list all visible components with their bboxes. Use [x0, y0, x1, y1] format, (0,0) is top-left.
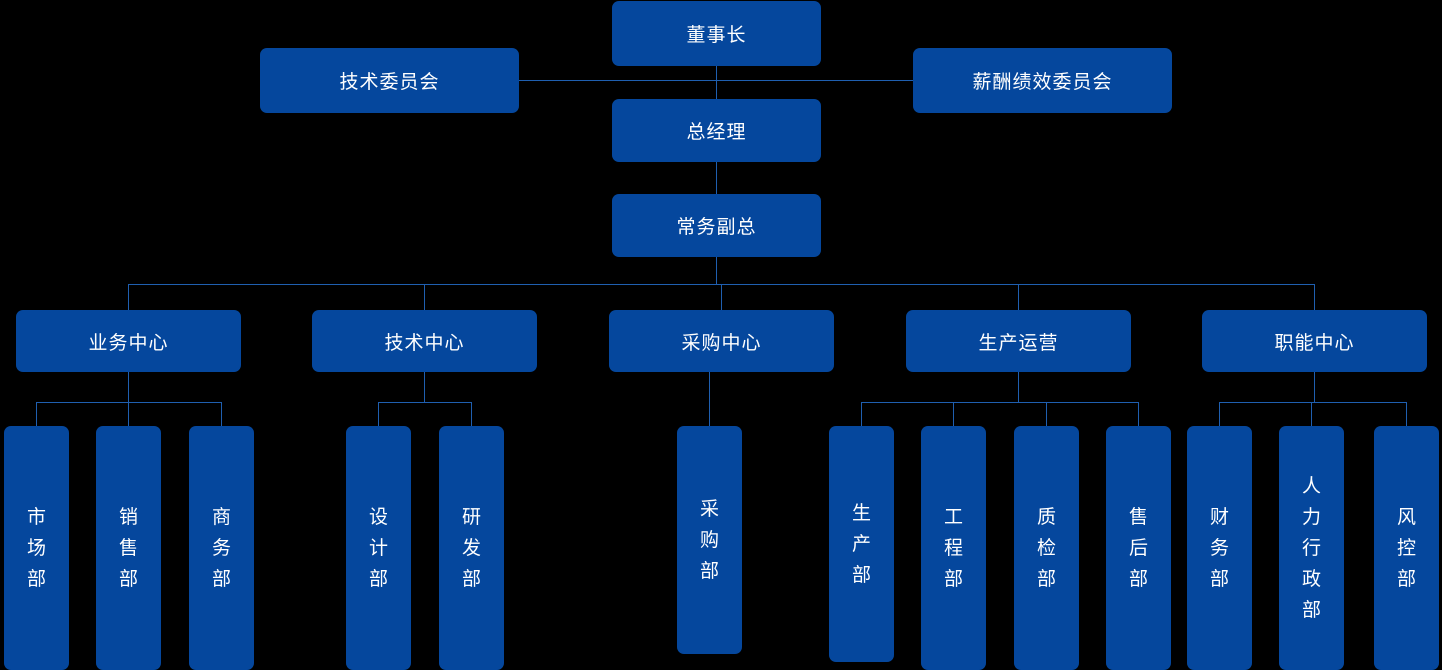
- node-purchasing-center-label: 采购中心: [681, 332, 762, 354]
- node-tech-committee[interactable]: 技术委员会: [260, 48, 519, 113]
- node-comp-committee-label: 薪酬绩效委员会: [972, 72, 1113, 93]
- node-design-dept[interactable]: 设 计 部: [346, 426, 411, 670]
- node-production-ops[interactable]: 生产运营: [906, 310, 1131, 372]
- node-chairman[interactable]: 董事长: [612, 1, 821, 66]
- connector-drop-production-dept: [861, 402, 862, 426]
- connector-execvp-drop: [716, 257, 717, 284]
- node-comp-committee[interactable]: 薪酬绩效委员会: [913, 48, 1172, 113]
- node-exec-vp-label: 常务副总: [676, 217, 757, 238]
- node-tech-center[interactable]: 技术中心: [312, 310, 537, 372]
- connector-tech-center-bus: [378, 402, 471, 403]
- connector-drop-finance: [1219, 402, 1220, 426]
- node-tech-committee-label: 技术委员会: [339, 72, 440, 93]
- node-engineering-dept[interactable]: 工 程 部: [921, 426, 986, 670]
- connector-gm-to-execvp: [716, 162, 717, 195]
- node-exec-vp[interactable]: 常务副总: [612, 194, 821, 257]
- node-sales-dept[interactable]: 销 售 部: [96, 426, 161, 670]
- connector-drop-business-center: [128, 284, 129, 310]
- connector-drop-purchasing-center: [721, 284, 722, 310]
- connector-drop-commerce: [221, 402, 222, 426]
- connector-production-ops-drop: [1018, 372, 1019, 402]
- node-business-center[interactable]: 业务中心: [16, 310, 241, 372]
- node-risk-dept[interactable]: 风 控 部: [1374, 426, 1439, 670]
- connector-drop-functional-center: [1314, 284, 1315, 310]
- node-purchasing-dept-label: 采 购 部: [699, 498, 719, 582]
- node-marketing-dept-label: 市 场 部: [26, 506, 46, 590]
- node-risk-dept-label: 风 控 部: [1396, 506, 1416, 590]
- connector-purchasing-center-to-dept: [709, 372, 710, 426]
- connector-drop-qc: [1046, 402, 1047, 426]
- node-marketing-dept[interactable]: 市 场 部: [4, 426, 69, 670]
- node-purchasing-center[interactable]: 采购中心: [609, 310, 834, 372]
- node-functional-center-label: 职能中心: [1274, 332, 1355, 354]
- node-qc-dept-label: 质 检 部: [1036, 506, 1056, 590]
- node-tech-center-label: 技术中心: [384, 332, 465, 354]
- node-business-center-label: 业务中心: [88, 332, 169, 354]
- node-aftersales-dept-label: 售 后 部: [1128, 506, 1148, 590]
- node-finance-dept[interactable]: 财 务 部: [1187, 426, 1252, 670]
- node-aftersales-dept[interactable]: 售 后 部: [1106, 426, 1171, 670]
- node-engineering-dept-label: 工 程 部: [943, 506, 963, 590]
- connector-business-center-drop: [128, 372, 129, 402]
- connector-drop-rd: [471, 402, 472, 426]
- node-production-dept[interactable]: 生 产 部: [829, 426, 894, 662]
- node-general-manager[interactable]: 总经理: [612, 99, 821, 162]
- connector-drop-risk: [1406, 402, 1407, 426]
- node-functional-center[interactable]: 职能中心: [1202, 310, 1427, 372]
- node-production-ops-label: 生产运营: [978, 332, 1059, 354]
- connector-production-ops-bus: [861, 402, 1138, 403]
- connector-drop-production-ops: [1018, 284, 1019, 310]
- connector-drop-aftersales: [1138, 402, 1139, 426]
- node-chairman-label: 董事长: [686, 25, 747, 46]
- node-hr-admin-dept[interactable]: 人 力 行 政 部: [1279, 426, 1344, 670]
- connector-functional-center-bus: [1219, 402, 1406, 403]
- connector-drop-tech-center: [424, 284, 425, 310]
- node-design-dept-label: 设 计 部: [368, 506, 388, 590]
- connector-chairman-to-gm: [716, 66, 717, 101]
- connector-committee-bus: [389, 80, 1044, 81]
- node-production-dept-label: 生 产 部: [851, 502, 871, 586]
- connector-drop-marketing: [36, 402, 37, 426]
- node-sales-dept-label: 销 售 部: [118, 506, 138, 590]
- node-general-manager-label: 总经理: [686, 122, 747, 143]
- node-purchasing-dept[interactable]: 采 购 部: [677, 426, 742, 654]
- node-rd-dept-label: 研 发 部: [461, 506, 481, 590]
- connector-tech-center-drop: [424, 372, 425, 402]
- node-hr-admin-dept-label: 人 力 行 政 部: [1301, 475, 1321, 621]
- connector-drop-hr-admin: [1311, 402, 1312, 426]
- node-finance-dept-label: 财 务 部: [1209, 506, 1229, 590]
- node-rd-dept[interactable]: 研 发 部: [439, 426, 504, 670]
- connector-drop-engineering: [953, 402, 954, 426]
- connector-drop-sales: [128, 402, 129, 426]
- node-commerce-dept-label: 商 务 部: [211, 506, 231, 590]
- node-qc-dept[interactable]: 质 检 部: [1014, 426, 1079, 670]
- connector-functional-center-drop: [1314, 372, 1315, 402]
- node-commerce-dept[interactable]: 商 务 部: [189, 426, 254, 670]
- connector-drop-design: [378, 402, 379, 426]
